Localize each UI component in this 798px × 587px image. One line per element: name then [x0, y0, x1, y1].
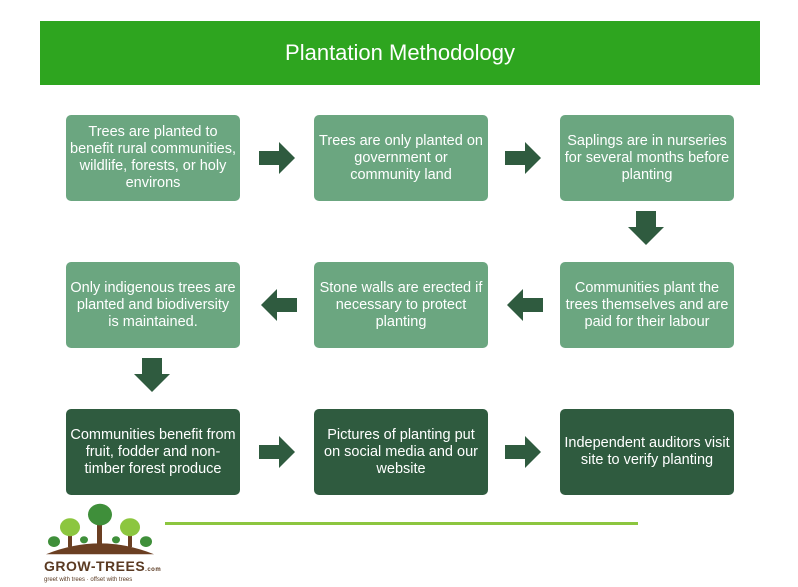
divider-line [165, 522, 638, 525]
grow-trees-logo: GROW-TREES.com greet with trees · offset… [44, 502, 161, 586]
arrow-right-icon [259, 436, 295, 468]
arrow-down-icon [134, 358, 170, 392]
step-6-box: Only indigenous trees are planted and bi… [66, 262, 240, 348]
arrow-left-icon [507, 289, 543, 321]
step-3-box: Saplings are in nurseries for several mo… [560, 115, 734, 201]
arrow-left-icon [261, 289, 297, 321]
step-5-box: Stone walls are erected if necessary to … [314, 262, 488, 348]
step-2-box: Trees are only planted on government or … [314, 115, 488, 201]
slide-title: Plantation Methodology [40, 21, 760, 85]
step-7-box: Communities benefit from fruit, fodder a… [66, 409, 240, 495]
arrow-right-icon [259, 142, 295, 174]
trees-logo-icon [46, 503, 154, 555]
logo-name: GROW-TREES.com [44, 558, 162, 574]
logo-tagline: greet with trees · offset with trees [44, 577, 133, 583]
arrow-down-icon [628, 211, 664, 245]
step-4-box: Communities plant the trees themselves a… [560, 262, 734, 348]
step-1-box: Trees are planted to benefit rural commu… [66, 115, 240, 201]
step-8-box: Pictures of planting put on social media… [314, 409, 488, 495]
arrow-right-icon [505, 436, 541, 468]
step-9-box: Independent auditors visit site to verif… [560, 409, 734, 495]
arrow-right-icon [505, 142, 541, 174]
